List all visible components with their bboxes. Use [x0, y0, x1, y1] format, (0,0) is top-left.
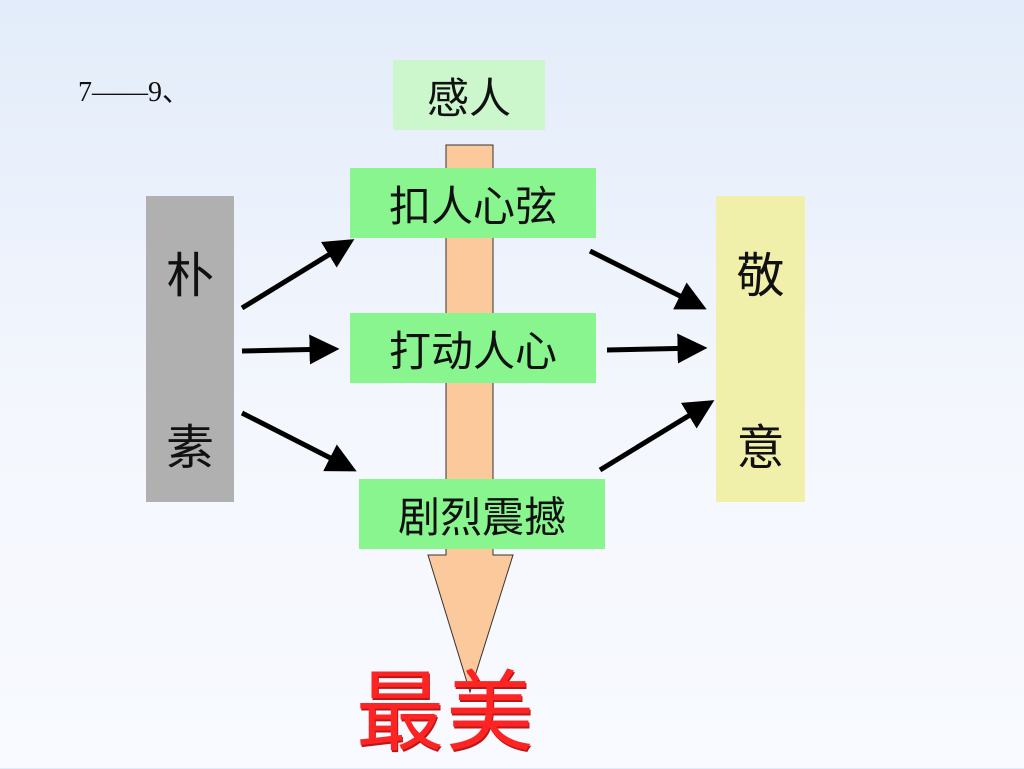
bottom-title: 最美 — [356, 661, 537, 764]
arrow-box-1-to-right — [588, 248, 707, 310]
left-bar-char-1: 朴 — [165, 248, 214, 304]
right-bar: 敬 意 — [716, 196, 805, 502]
arrow-left-to-box-3 — [240, 410, 357, 472]
top-label-box: 感人 — [393, 60, 545, 130]
middle-box-1: 扣人心弦 — [350, 168, 596, 238]
middle-box-2: 打动人心 — [350, 313, 596, 383]
arrow-box-2-to-right — [606, 333, 708, 364]
slide-number-label: 7——9、 — [78, 77, 191, 108]
arrow-box-3-to-right — [598, 400, 715, 473]
middle-box-3: 剧烈震撼 — [359, 479, 605, 549]
arrow-left-to-box-1 — [240, 239, 355, 311]
right-bar-char-1: 敬 — [736, 248, 785, 304]
left-bar: 朴 素 — [146, 196, 234, 502]
left-bar-char-2: 素 — [165, 420, 214, 476]
arrow-left-to-box-2 — [241, 334, 340, 365]
right-bar-char-2: 意 — [736, 420, 785, 476]
